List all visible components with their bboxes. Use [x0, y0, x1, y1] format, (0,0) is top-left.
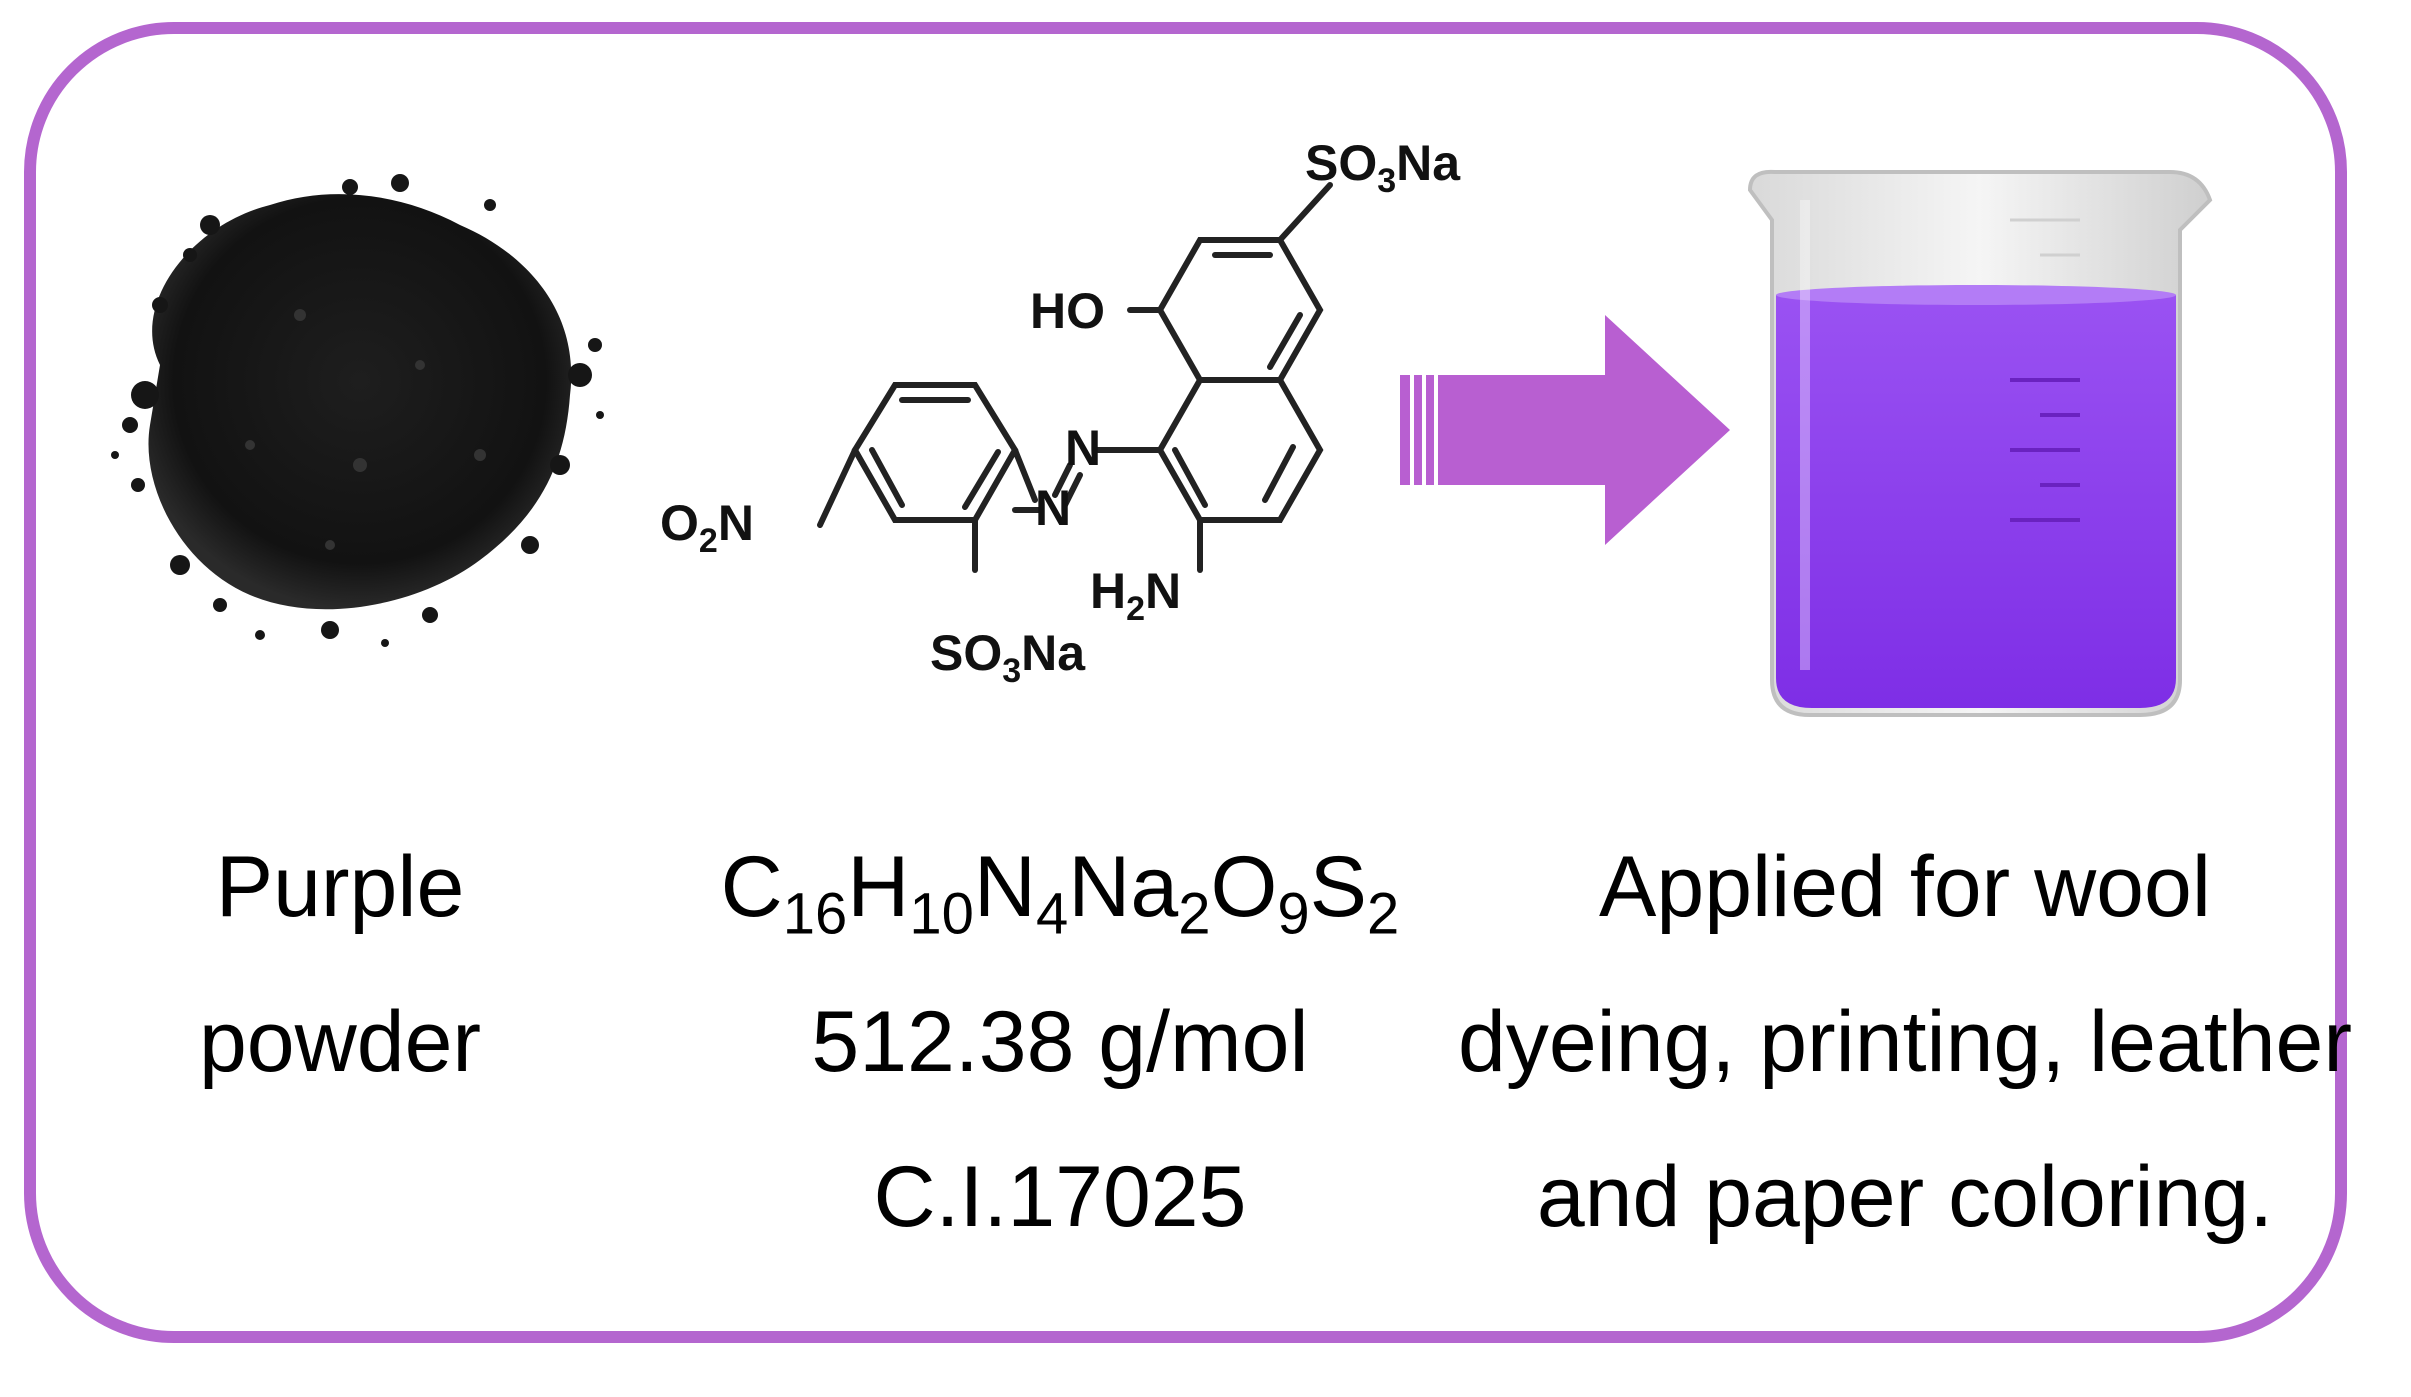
- label-h2n: H2N: [1090, 563, 1181, 628]
- application-line1: Applied for wool: [1599, 839, 2211, 935]
- right-arrow-icon: [1400, 315, 1730, 545]
- ci-number: C.I.17025: [873, 1149, 1247, 1245]
- application-caption: Applied for wool dyeing, printing, leath…: [1440, 810, 2370, 1275]
- purple-powder-image: [111, 174, 604, 647]
- powder-caption-line1: Purple: [215, 839, 465, 935]
- formula-element: H: [847, 839, 910, 935]
- formula-subscript: 2: [1178, 881, 1211, 947]
- label-so3na-top: SO3Na: [1305, 135, 1461, 200]
- rounded-border-frame: [24, 22, 2347, 1343]
- chemical-structure-diagram: SO3Na HO N N O2N H2N SO3Na: [660, 135, 1461, 690]
- label-n-upper: N: [1065, 420, 1101, 476]
- formula-element: C: [720, 839, 783, 935]
- formula-element: S: [1309, 839, 1368, 935]
- beaker-solution-image: [1747, 169, 2213, 717]
- formula-element: N: [973, 839, 1037, 935]
- molar-mass: 512.38 g/mol: [811, 994, 1309, 1090]
- application-line3: and paper coloring.: [1536, 1149, 2274, 1245]
- label-ho: HO: [1030, 283, 1105, 339]
- formula-subscript: 10: [909, 881, 974, 947]
- formula-subscript: 2: [1367, 881, 1400, 947]
- label-so3na-bottom: SO3Na: [930, 625, 1086, 690]
- formula-subscript: 16: [782, 881, 848, 947]
- formula-subscript: 9: [1277, 881, 1310, 947]
- formula-subscript: 4: [1036, 881, 1069, 947]
- label-o2n: O2N: [660, 495, 754, 560]
- label-n-lower: N: [1035, 480, 1071, 536]
- formula-element: Na: [1068, 839, 1179, 935]
- application-line2: dyeing, printing, leather: [1457, 994, 2352, 1090]
- formula-element: O: [1210, 839, 1278, 935]
- powder-caption-line2: powder: [198, 994, 482, 1090]
- formula-caption: C16H10N4Na2O9S2 512.38 g/mol C.I.17025: [680, 810, 1440, 1275]
- molecular-formula: C16H10N4Na2O9S2: [680, 810, 1440, 965]
- powder-caption: Purple powder: [140, 810, 540, 1120]
